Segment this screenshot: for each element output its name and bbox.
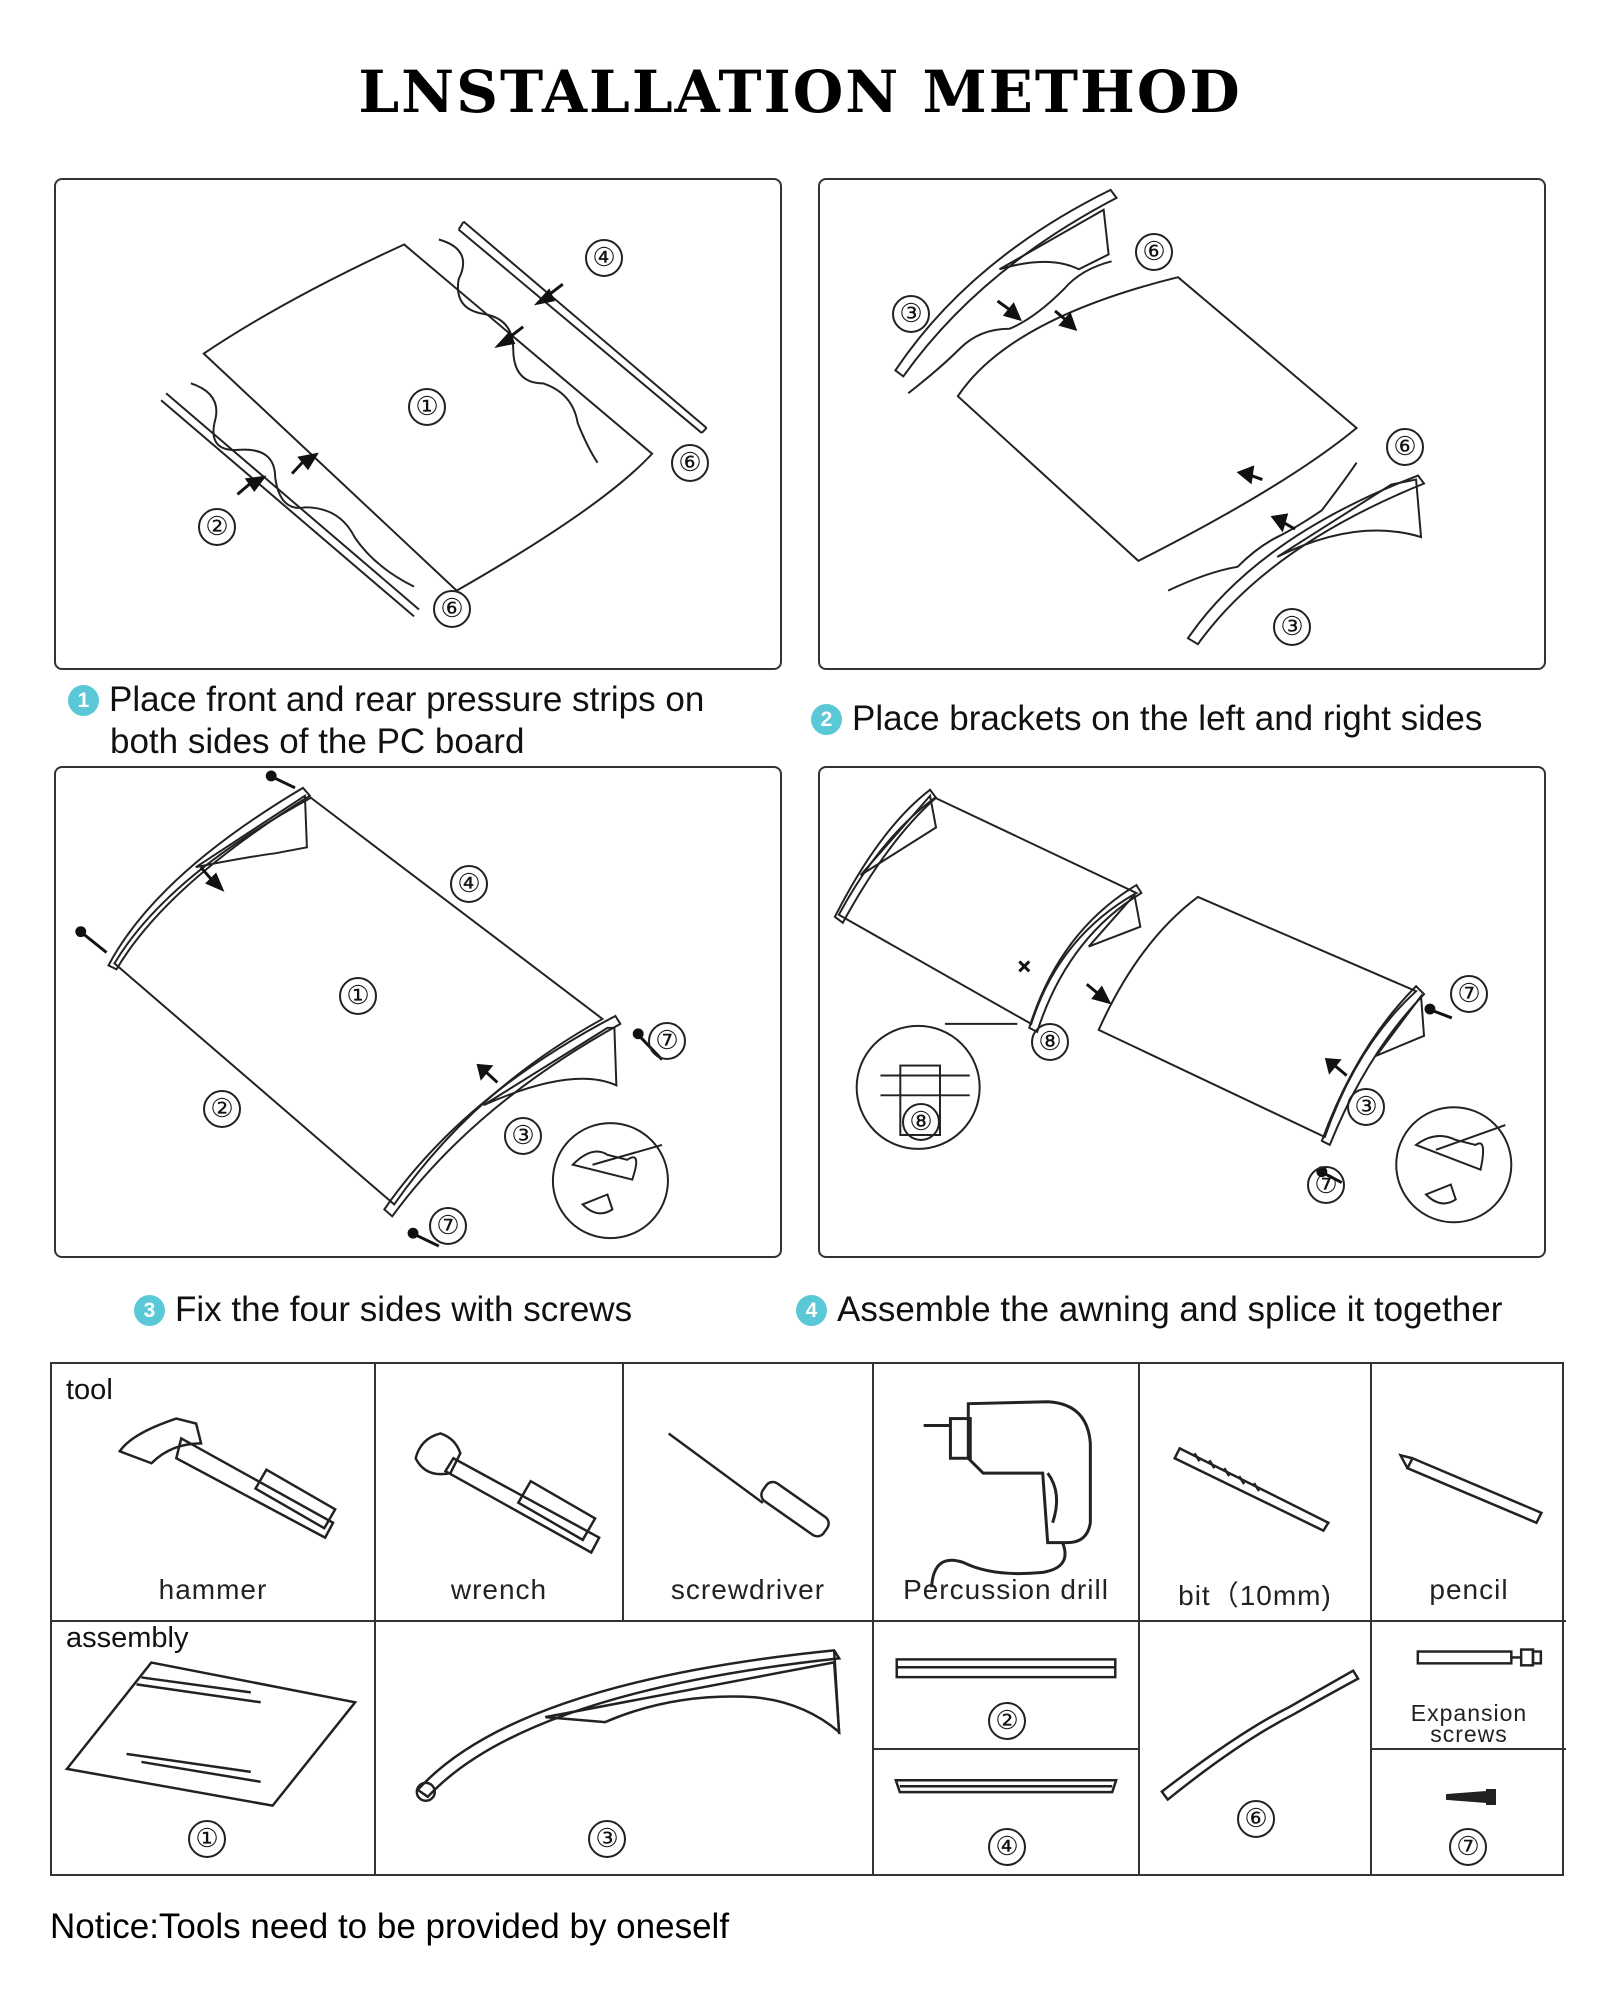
marker-1: ① xyxy=(339,977,377,1015)
assembly-cell-seal-strip: ⑥ xyxy=(1140,1622,1372,1876)
assembly-number: ⑦ xyxy=(1449,1828,1487,1866)
tool-label: pencil xyxy=(1429,1574,1509,1605)
tool-label: bit（10mm) xyxy=(1178,1580,1332,1611)
expansion-label: Expansion xyxy=(1410,1700,1528,1726)
screwdriver-icon xyxy=(667,1432,830,1538)
tool-cell-hammer: tool hammer xyxy=(52,1364,376,1622)
step-3-caption: 3 Fix the four sides with screws xyxy=(134,1289,632,1331)
step-1-diagram: ① ② ④ ⑥ ⑥ xyxy=(54,178,782,670)
rear-strip-icon xyxy=(894,1779,1118,1794)
bracket-icon xyxy=(415,1649,842,1803)
tool-section-label: tool xyxy=(66,1374,113,1406)
drill-icon xyxy=(923,1400,1092,1588)
assembly-section-label: assembly xyxy=(66,1622,189,1654)
step-4-diagram: ⑧ ⑧ ③ ⑦ ⑦ xyxy=(818,766,1546,1258)
marker-3: ③ xyxy=(1347,1088,1385,1126)
assembly-cell-expansion-screws: Expansion screws xyxy=(1372,1622,1566,1750)
pc-board-icon xyxy=(64,1661,358,1808)
expansion-label: screws xyxy=(1430,1721,1508,1747)
step-badge: 3 xyxy=(134,1295,165,1326)
assembly-number: ④ xyxy=(988,1828,1026,1866)
step-badge: 2 xyxy=(811,704,842,735)
wrench-icon xyxy=(414,1432,601,1555)
step-4-caption: 4 Assemble the awning and splice it toget… xyxy=(796,1289,1502,1331)
assembly-number: ③ xyxy=(588,1820,626,1858)
page-title: LNSTALLATION METHOD xyxy=(358,58,1242,126)
step-3-diagram: ① ② ③ ④ ⑦ ⑦ xyxy=(54,766,782,1258)
screw-icon xyxy=(1446,1789,1496,1805)
assembly-cell-rear-strip: ④ xyxy=(874,1750,1140,1876)
step-caption-line: both sides of the PC board xyxy=(110,722,525,761)
seal-strip-icon xyxy=(1160,1669,1360,1802)
tool-cell-screwdriver: screwdriver xyxy=(624,1364,874,1622)
step-caption-line: Assemble the awning and splice it togeth… xyxy=(837,1290,1503,1329)
step-caption-line: Fix the four sides with screws xyxy=(175,1290,633,1329)
tool-label: hammer xyxy=(158,1574,268,1605)
assembly-number: ② xyxy=(988,1702,1026,1740)
parts-table: tool hammer wrench screwdriver xyxy=(50,1362,1566,1876)
assembly-cell-front-strip: ② xyxy=(874,1622,1140,1750)
marker-4: ④ xyxy=(450,865,488,903)
marker-7: ⑦ xyxy=(648,1022,686,1060)
front-strip-icon xyxy=(895,1658,1117,1679)
marker-3: ③ xyxy=(504,1117,542,1155)
marker-6: ⑥ xyxy=(433,590,471,628)
drill-bit-icon xyxy=(1173,1446,1331,1533)
assembly-number: ⑥ xyxy=(1237,1800,1275,1838)
step-badge: 4 xyxy=(796,1295,827,1326)
marker-3: ③ xyxy=(892,295,930,333)
marker-7: ⑦ xyxy=(1450,975,1488,1013)
assembly-cell-bracket: ③ xyxy=(376,1622,874,1876)
marker-6: ⑥ xyxy=(1135,233,1173,271)
marker-2: ② xyxy=(203,1090,241,1128)
tool-label: Percussion drill xyxy=(903,1574,1109,1605)
tool-label: screwdriver xyxy=(670,1574,826,1605)
marker-2: ② xyxy=(198,508,236,546)
step-caption-line: Place front and rear pressure strips on xyxy=(109,680,705,719)
marker-3: ③ xyxy=(1273,608,1311,646)
marker-8: ⑧ xyxy=(902,1103,940,1141)
step-1-caption: 1 Place front and rear pressure strips on… xyxy=(68,679,704,763)
step-2-diagram: ③ ⑥ ⑥ ③ xyxy=(818,178,1546,670)
notice-text: Notice:Tools need to be provided by ones… xyxy=(50,1907,730,1946)
step-caption-line: Place brackets on the left and right sid… xyxy=(852,699,1483,738)
step-badge: 1 xyxy=(68,685,99,716)
marker-6: ⑥ xyxy=(671,444,709,482)
tool-cell-wrench: wrench xyxy=(376,1364,624,1622)
tool-cell-bit: bit（10mm) xyxy=(1140,1364,1372,1622)
hammer-icon xyxy=(117,1417,337,1540)
assembly-number: ① xyxy=(188,1820,226,1858)
assembly-cell-screw: ⑦ xyxy=(1372,1750,1566,1876)
step-2-caption: 2 Place brackets on the left and right si… xyxy=(811,698,1482,740)
marker-6: ⑥ xyxy=(1386,428,1424,466)
pencil-icon xyxy=(1398,1453,1544,1525)
tool-cell-drill: Percussion drill xyxy=(874,1364,1140,1622)
tool-cell-pencil: pencil xyxy=(1372,1364,1566,1622)
expansion-screw-icon xyxy=(1416,1648,1543,1667)
marker-7: ⑦ xyxy=(429,1207,467,1245)
assembly-cell-board: assembly ① xyxy=(52,1622,376,1876)
marker-4: ④ xyxy=(585,239,623,277)
marker-7: ⑦ xyxy=(1307,1166,1345,1204)
marker-1: ① xyxy=(408,388,446,426)
marker-8: ⑧ xyxy=(1031,1023,1069,1061)
tool-label: wrench xyxy=(450,1574,548,1605)
